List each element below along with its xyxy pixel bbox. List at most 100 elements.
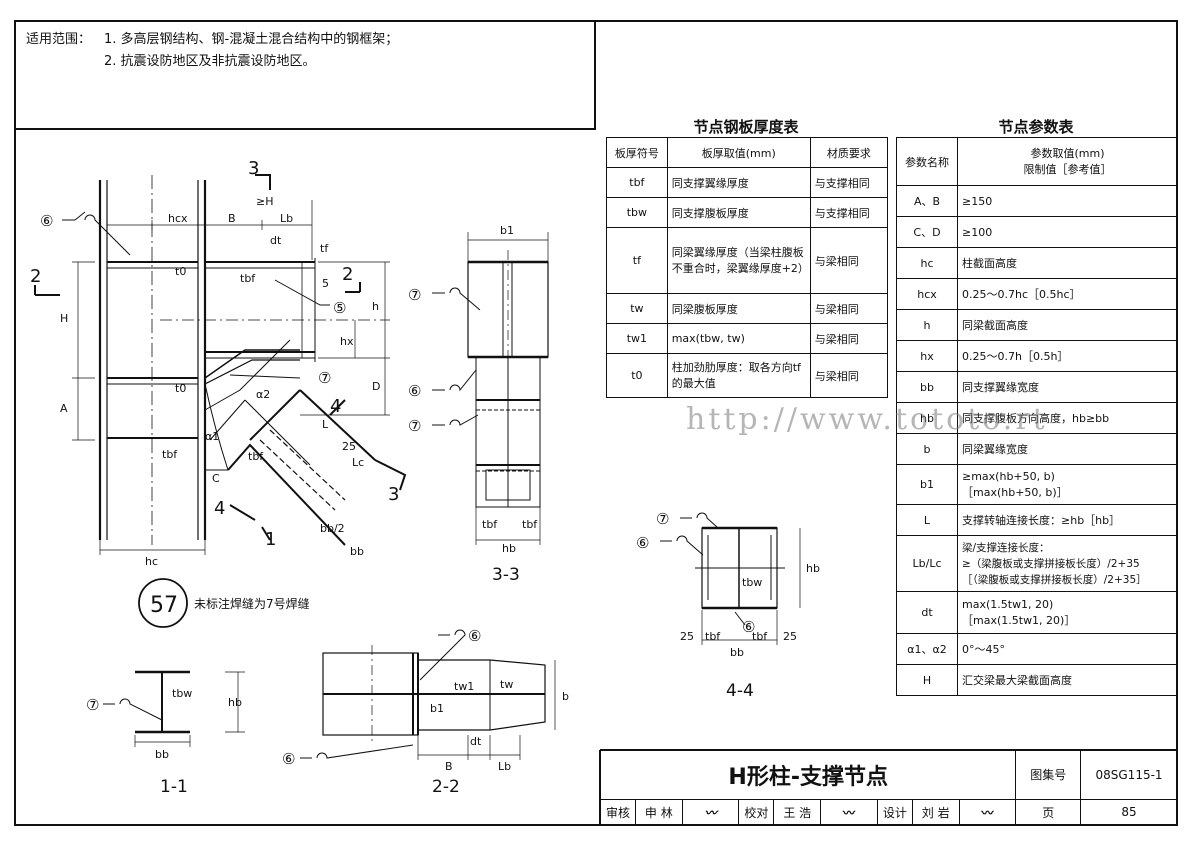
dim-tbf-3: tbf	[162, 448, 178, 461]
s44-25-l: 25	[680, 630, 694, 643]
plate-header-material: 材质要求	[809, 137, 889, 168]
weld-7-main: ⑦	[318, 369, 331, 387]
param-cell: 同支撑翼缘宽度	[957, 371, 1178, 403]
s44-25-r: 25	[783, 630, 797, 643]
param-header-value-l1: 参数取值(mm)	[1030, 146, 1105, 160]
param-table: 参数名称 参数取值(mm)限制值［参考值］ A、B≥150 C、D≥100 hc…	[896, 137, 1178, 696]
checker-name: 王 浩	[773, 798, 822, 827]
dim-5: 5	[322, 277, 329, 290]
dim-25: 25	[342, 440, 356, 453]
param-cell-multi: max(1.5tw1, 20)［max(1.5tw1, 20)］	[957, 591, 1178, 634]
param-cell: b1	[896, 464, 958, 505]
plate-header-symbol: 板厚符号	[606, 137, 668, 168]
dim-tf: tf	[320, 242, 329, 255]
param-line: ≥max(hb+50, b)	[962, 469, 1055, 483]
dim-dt: dt	[270, 234, 282, 247]
s22-title: 2-2	[432, 777, 460, 797]
s44-bb: bb	[730, 646, 744, 659]
weld-6-main: ⑥	[40, 212, 53, 230]
plate-cell: tbf	[606, 167, 668, 198]
param-table-title: 节点参数表	[998, 118, 1074, 136]
s22-b: b	[562, 690, 569, 703]
s11-weld7: ⑦	[86, 696, 99, 714]
param-cell: 柱截面高度	[957, 247, 1178, 279]
param-cell: 0.25～0.7h［0.5h］	[957, 340, 1178, 372]
s33-b1: b1	[500, 224, 514, 237]
cut-4-bottom: 4	[214, 498, 225, 519]
cut-2-right: 2	[342, 264, 353, 285]
param-cell: H	[896, 664, 958, 696]
cut-3-top: 3	[248, 158, 259, 179]
param-line: ［（梁腹板或支撑拼接板长度）/2+35］	[962, 573, 1147, 586]
scope-box	[14, 20, 596, 130]
dim-Lb: Lb	[280, 212, 293, 225]
plate-cell: max(tbw, tw)	[666, 323, 811, 354]
designer-name: 刘 岩	[911, 798, 960, 827]
param-cell: L	[896, 504, 958, 536]
drawing-title: H形柱-支撑节点	[599, 750, 1017, 800]
plate-cell: 柱加劲肋厚度：取各方向tf的最大值	[666, 353, 811, 398]
param-line: ［max(hb+50, b)］	[962, 485, 1068, 499]
param-cell-multi: 梁/支撑连接长度： ≥（梁腹板或支撑拼接板长度）/2+35 ［（梁腹板或支撑拼接板长…	[957, 535, 1178, 592]
s33-weld7a: ⑦	[408, 286, 421, 304]
s44-tbf-l: tbf	[705, 630, 721, 643]
s33-tbf-r: tbf	[522, 518, 538, 531]
dim-C: C	[212, 472, 220, 485]
dim-a2: α2	[256, 388, 270, 401]
note-number: 57	[150, 593, 178, 618]
param-line: 梁/支撑连接长度：	[962, 541, 1050, 554]
param-cell: hx	[896, 340, 958, 372]
s22-tw: tw	[500, 678, 513, 691]
cut-2-left: 2	[30, 266, 41, 287]
s22-dt: dt	[470, 735, 482, 748]
designer-signature: 〰	[958, 798, 1017, 827]
dim-D: D	[372, 380, 380, 393]
s33-tbf-l: tbf	[482, 518, 498, 531]
scope-label: 适用范围：	[26, 32, 92, 47]
cut-1: 1	[265, 529, 276, 550]
plate-cell: 与梁相同	[809, 227, 889, 294]
s33-weld6: ⑥	[408, 382, 421, 400]
plate-header-value: 板厚取值(mm)	[666, 137, 811, 168]
checker-signature: 〰	[820, 798, 878, 827]
dim-A: A	[60, 402, 68, 415]
plate-cell: 与支撑相同	[809, 197, 889, 228]
dim-hx: hx	[340, 335, 354, 348]
dim-t0-2: t0	[175, 382, 186, 395]
plate-cell: 与支撑相同	[809, 167, 889, 198]
plate-cell: 与梁相同	[809, 353, 889, 398]
check-label: 校对	[738, 798, 775, 827]
watermark: http://www.tototo.rt	[686, 402, 1048, 437]
dim-H: H	[60, 312, 68, 325]
plate-table-title: 节点钢板厚度表	[693, 118, 799, 136]
s33-hb: hb	[502, 542, 516, 555]
dim-B: B	[228, 212, 236, 225]
dim-a1: α1	[205, 430, 219, 443]
atlas-label: 图集号	[1015, 750, 1082, 800]
s22-B: B	[445, 760, 453, 773]
param-cell: 0.25～0.7hc［0.5hc］	[957, 278, 1178, 310]
param-line: max(1.5tw1, 20)	[962, 597, 1054, 611]
param-cell: α1、α2	[896, 633, 958, 665]
page-label: 页	[1015, 798, 1082, 827]
dim-bb: bb	[350, 545, 364, 558]
s33-weld7b: ⑦	[408, 417, 421, 435]
cut-3-bottom: 3	[388, 484, 399, 505]
plate-cell: t0	[606, 353, 668, 398]
s44-tbf-r: tbf	[752, 630, 768, 643]
s11-tbw: tbw	[172, 687, 192, 700]
param-cell: 同支撑腹板方向高度，hb≥bb	[957, 402, 1178, 434]
s44-tbw: tbw	[742, 576, 762, 589]
s11-hb: hb	[228, 696, 242, 709]
s44-weld7: ⑦	[656, 510, 669, 528]
review-label: 审核	[600, 798, 636, 827]
param-line: ≥（梁腹板或支撑拼接板长度）/2+35	[962, 557, 1140, 570]
s44-weld6a: ⑥	[636, 534, 649, 552]
param-cell: 同梁截面高度	[957, 309, 1178, 341]
plate-cell: 同支撑腹板厚度	[666, 197, 811, 228]
param-cell-multi: ≥max(hb+50, b) ［max(hb+50, b)］	[957, 464, 1178, 505]
param-cell: 0°～45°	[957, 633, 1178, 665]
